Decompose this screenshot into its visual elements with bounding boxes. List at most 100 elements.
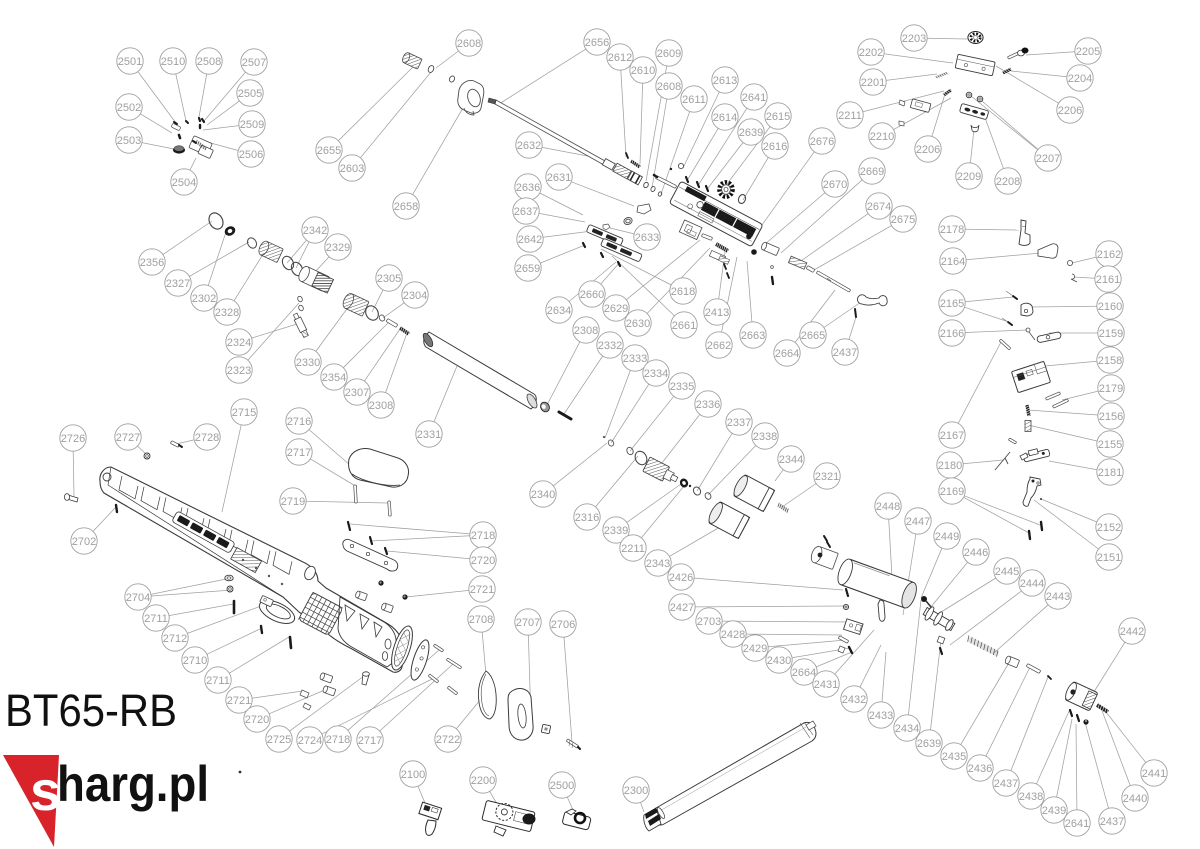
svg-text:2413: 2413 <box>705 307 729 319</box>
svg-text:2618: 2618 <box>671 286 695 298</box>
svg-text:2715: 2715 <box>232 407 256 419</box>
svg-text:2658: 2658 <box>394 201 418 213</box>
svg-text:2500: 2500 <box>550 780 574 792</box>
svg-text:2428: 2428 <box>721 629 745 641</box>
svg-text:2202: 2202 <box>859 47 883 59</box>
svg-text:2316: 2316 <box>575 512 599 524</box>
svg-text:2711: 2711 <box>144 613 168 625</box>
svg-text:2335: 2335 <box>670 381 694 393</box>
svg-text:2703: 2703 <box>697 616 721 628</box>
svg-text:2717: 2717 <box>287 447 311 459</box>
svg-text:2180: 2180 <box>938 460 962 472</box>
svg-text:2433: 2433 <box>869 710 893 722</box>
svg-text:2632: 2632 <box>517 140 541 152</box>
svg-text:2721: 2721 <box>470 584 494 596</box>
svg-text:2340: 2340 <box>531 489 555 501</box>
svg-text:2441: 2441 <box>1142 768 1166 780</box>
svg-text:2343: 2343 <box>646 558 670 570</box>
svg-text:2203: 2203 <box>902 33 926 45</box>
svg-text:2641: 2641 <box>742 92 766 104</box>
svg-text:2727: 2727 <box>116 432 140 444</box>
svg-text:2440: 2440 <box>1123 793 1147 805</box>
svg-text:2630: 2630 <box>626 318 650 330</box>
svg-text:2665: 2665 <box>801 330 825 342</box>
svg-text:2436: 2436 <box>968 763 992 775</box>
svg-text:2718: 2718 <box>326 734 350 746</box>
svg-text:BT65-RB: BT65-RB <box>5 685 177 736</box>
svg-text:2449: 2449 <box>935 531 959 543</box>
svg-text:2447: 2447 <box>906 516 930 528</box>
svg-text:2629: 2629 <box>604 303 628 315</box>
svg-text:2510: 2510 <box>161 56 185 68</box>
svg-text:2432: 2432 <box>842 694 866 706</box>
svg-text:2612: 2612 <box>608 52 632 64</box>
svg-text:2639: 2639 <box>739 127 763 139</box>
svg-text:2209: 2209 <box>957 171 981 183</box>
svg-text:2161: 2161 <box>1096 274 1120 286</box>
svg-text:2728: 2728 <box>195 432 219 444</box>
svg-text:2614: 2614 <box>713 112 737 124</box>
svg-text:2166: 2166 <box>940 328 964 340</box>
svg-text:2722: 2722 <box>436 734 460 746</box>
svg-text:2338: 2338 <box>753 431 777 443</box>
svg-text:2323: 2323 <box>227 365 251 377</box>
svg-text:2719: 2719 <box>281 496 305 508</box>
svg-text:2305: 2305 <box>377 273 401 285</box>
svg-text:2443: 2443 <box>1046 591 1070 603</box>
svg-text:2329: 2329 <box>326 242 350 254</box>
svg-text:2211: 2211 <box>621 543 645 555</box>
svg-text:2508: 2508 <box>197 56 221 68</box>
svg-text:2712: 2712 <box>163 633 187 645</box>
svg-text:2609: 2609 <box>657 48 681 60</box>
svg-text:2716: 2716 <box>287 416 311 428</box>
svg-text:2331: 2331 <box>417 429 441 441</box>
svg-text:2725: 2725 <box>267 734 291 746</box>
svg-text:2308: 2308 <box>369 400 393 412</box>
svg-text:2633: 2633 <box>635 232 659 244</box>
svg-text:2634: 2634 <box>547 305 571 317</box>
svg-text:2505: 2505 <box>238 88 262 100</box>
svg-text:2708: 2708 <box>469 614 493 626</box>
svg-text:2631: 2631 <box>547 172 571 184</box>
svg-text:2704: 2704 <box>126 592 150 604</box>
svg-text:2448: 2448 <box>876 501 900 513</box>
svg-text:2726: 2726 <box>61 433 85 445</box>
svg-text:2179: 2179 <box>1099 383 1123 395</box>
svg-text:2707: 2707 <box>516 617 540 629</box>
svg-text:2178: 2178 <box>940 224 964 236</box>
svg-text:2724: 2724 <box>298 735 322 747</box>
svg-text:2608: 2608 <box>457 38 481 50</box>
svg-text:2610: 2610 <box>631 65 655 77</box>
svg-text:2664: 2664 <box>775 348 799 360</box>
svg-text:s: s <box>30 759 61 822</box>
svg-text:2300: 2300 <box>624 785 648 797</box>
svg-text:2308: 2308 <box>574 325 598 337</box>
svg-text:2354: 2354 <box>322 372 346 384</box>
svg-text:2100: 2100 <box>401 769 425 781</box>
svg-text:2201: 2201 <box>861 77 885 89</box>
svg-text:2669: 2669 <box>860 166 884 178</box>
svg-text:2502: 2502 <box>117 102 141 114</box>
svg-text:2506: 2506 <box>239 149 263 161</box>
svg-text:2155: 2155 <box>1098 439 1122 451</box>
svg-text:2427: 2427 <box>670 602 694 614</box>
svg-text:2205: 2205 <box>1076 46 1100 58</box>
svg-text:2169: 2169 <box>940 486 964 498</box>
svg-text:2639: 2639 <box>917 738 941 750</box>
svg-text:harg.pl: harg.pl <box>57 756 209 812</box>
svg-text:2675: 2675 <box>891 214 915 226</box>
svg-text:2616: 2616 <box>763 141 787 153</box>
svg-text:2330: 2330 <box>296 357 320 369</box>
svg-text:2200: 2200 <box>471 775 495 787</box>
svg-text:2437: 2437 <box>833 347 857 359</box>
svg-text:2431: 2431 <box>814 679 838 691</box>
svg-text:2181: 2181 <box>1098 467 1122 479</box>
svg-text:2445: 2445 <box>995 566 1019 578</box>
svg-text:2615: 2615 <box>766 111 790 123</box>
svg-text:2302: 2302 <box>192 293 216 305</box>
svg-text:2642: 2642 <box>518 234 542 246</box>
svg-text:2608: 2608 <box>657 81 681 93</box>
svg-text:2334: 2334 <box>644 368 668 380</box>
svg-text:2655: 2655 <box>317 145 341 157</box>
svg-text:2509: 2509 <box>240 119 264 131</box>
